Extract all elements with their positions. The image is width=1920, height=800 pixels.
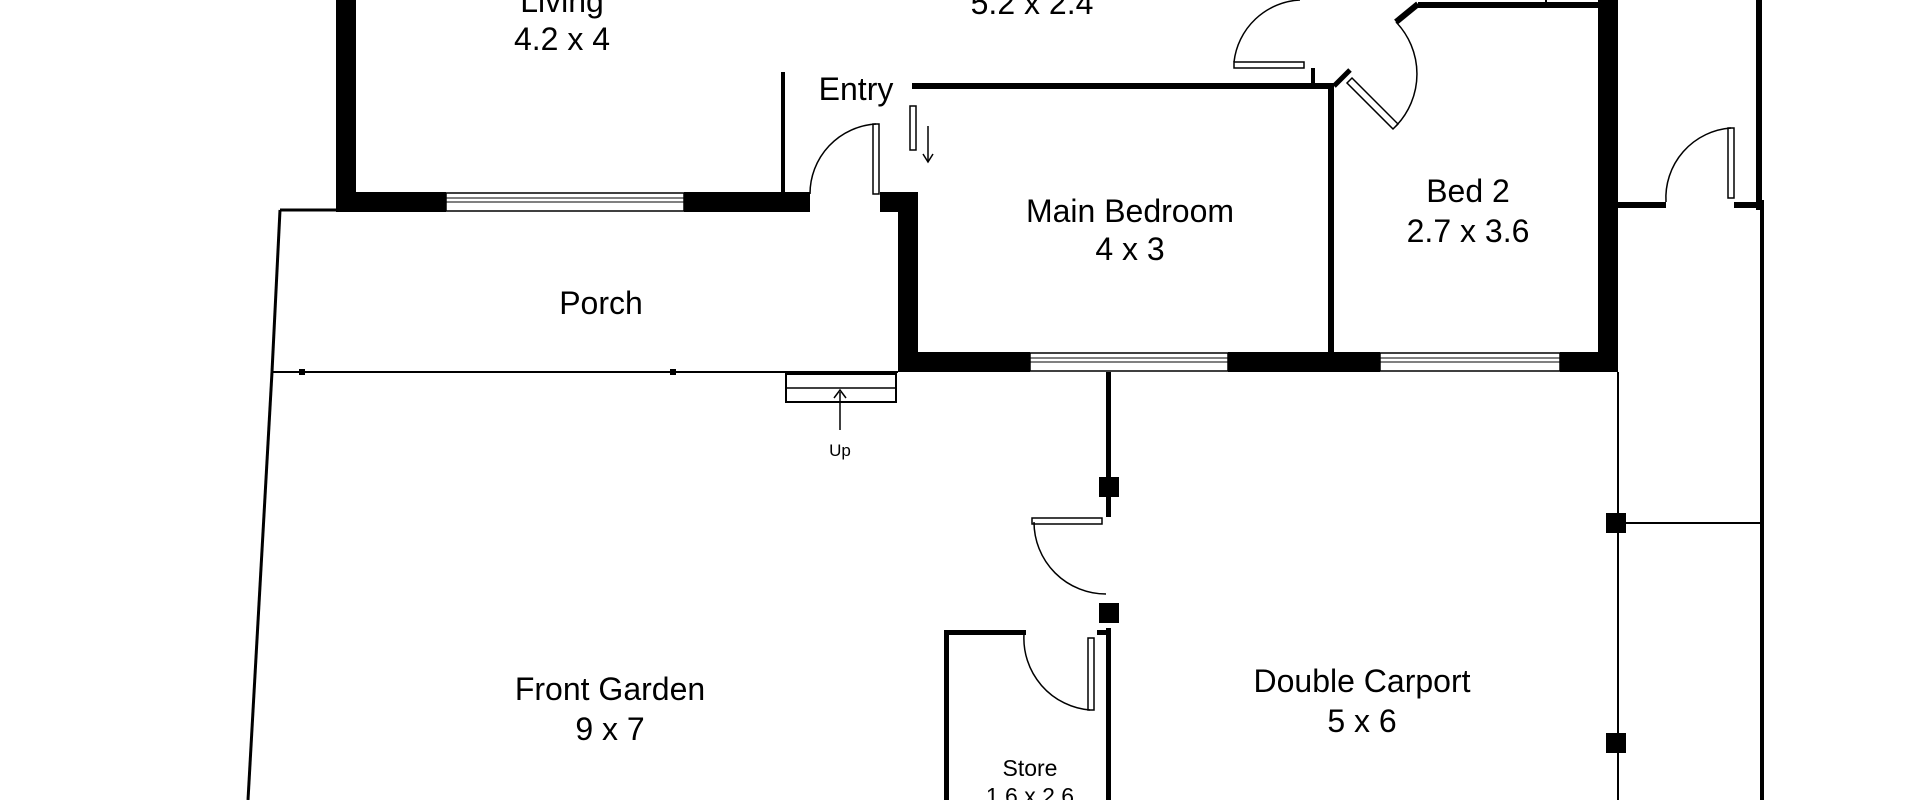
doors bbox=[809, 0, 1735, 711]
store-door bbox=[1023, 633, 1095, 711]
double-carport-name: Double Carport bbox=[1254, 663, 1471, 699]
porch-steps bbox=[785, 373, 897, 430]
carport-wall-upper bbox=[1106, 372, 1111, 517]
bed2-window bbox=[1379, 352, 1561, 372]
post-1 bbox=[1099, 477, 1119, 497]
far-right-wall bbox=[1760, 200, 1764, 800]
right-room-bottom-wall-1 bbox=[1618, 202, 1666, 208]
store-size: 1.6 x 2.6 bbox=[986, 783, 1074, 800]
bedroom-divider-wall bbox=[1328, 83, 1334, 353]
entry-door bbox=[809, 123, 880, 195]
post-3 bbox=[1606, 513, 1626, 533]
bed2-size: 2.7 x 3.6 bbox=[1407, 213, 1530, 249]
front-garden-name: Front Garden bbox=[515, 671, 705, 707]
porch-post-2 bbox=[670, 369, 676, 375]
door-jamb bbox=[1311, 68, 1315, 86]
porch-post-1 bbox=[299, 369, 305, 375]
bed2-angled-wall bbox=[1394, 1, 1420, 25]
right-room-bottom-wall-2 bbox=[1734, 202, 1762, 208]
living-bottom-wall-right bbox=[684, 192, 810, 212]
living-window bbox=[445, 192, 685, 212]
garden-left-boundary bbox=[246, 371, 274, 800]
living-left-wall bbox=[336, 0, 356, 210]
double-carport-size: 5 x 6 bbox=[1327, 703, 1396, 739]
entry-side-window bbox=[909, 105, 917, 151]
right-room-door bbox=[1665, 127, 1735, 203]
bed2-top-wall bbox=[1418, 2, 1608, 8]
store-name: Store bbox=[1003, 755, 1058, 781]
main-bedroom-left-wall bbox=[898, 192, 918, 372]
bedroom-bottom-wall-1 bbox=[898, 352, 1030, 372]
walls bbox=[336, 0, 1764, 800]
bed2-angled-wall-2 bbox=[1332, 68, 1352, 88]
main-bedroom-top-wall bbox=[912, 83, 1334, 89]
up-arrow-head-icon bbox=[833, 388, 847, 399]
garden-gate-door bbox=[1031, 517, 1107, 595]
room-labels: Living 4.2 x 4 5.2 x 2.4 Entry Main Bedr… bbox=[514, 0, 1529, 800]
store-top-wall bbox=[944, 630, 1026, 635]
bedroom-bottom-wall-2 bbox=[1228, 352, 1380, 372]
living-bottom-wall-left bbox=[336, 192, 446, 212]
store-left-wall bbox=[944, 630, 949, 800]
living-size: 4.2 x 4 bbox=[514, 21, 610, 57]
bed2-right-wall bbox=[1598, 0, 1618, 372]
porch-name: Porch bbox=[559, 285, 643, 321]
windows bbox=[445, 105, 1561, 372]
front-garden-size: 9 x 7 bbox=[575, 711, 644, 747]
thin-lines bbox=[246, 0, 1762, 800]
store-door-jamb bbox=[1097, 630, 1111, 635]
main-bedroom-size: 4 x 3 bbox=[1095, 231, 1164, 267]
living-name: Living bbox=[520, 0, 604, 19]
entry-step-arrow bbox=[922, 126, 934, 164]
porch-left-edge bbox=[270, 209, 282, 373]
entry-name: Entry bbox=[819, 71, 894, 107]
kitchen-size: 5.2 x 2.4 bbox=[971, 0, 1094, 21]
right-side-wall bbox=[1756, 0, 1762, 210]
main-bedroom-window bbox=[1029, 352, 1229, 372]
store-right-wall bbox=[1106, 628, 1111, 800]
entry-partition bbox=[781, 72, 785, 194]
bed2-name: Bed 2 bbox=[1426, 173, 1510, 209]
post-2 bbox=[1099, 603, 1119, 623]
main-bedroom-name: Main Bedroom bbox=[1026, 193, 1234, 229]
kitchen-door bbox=[1233, 0, 1305, 69]
stairs-up-label: Up bbox=[829, 441, 851, 460]
bed2-door bbox=[1345, 21, 1418, 131]
post-4 bbox=[1606, 733, 1626, 753]
